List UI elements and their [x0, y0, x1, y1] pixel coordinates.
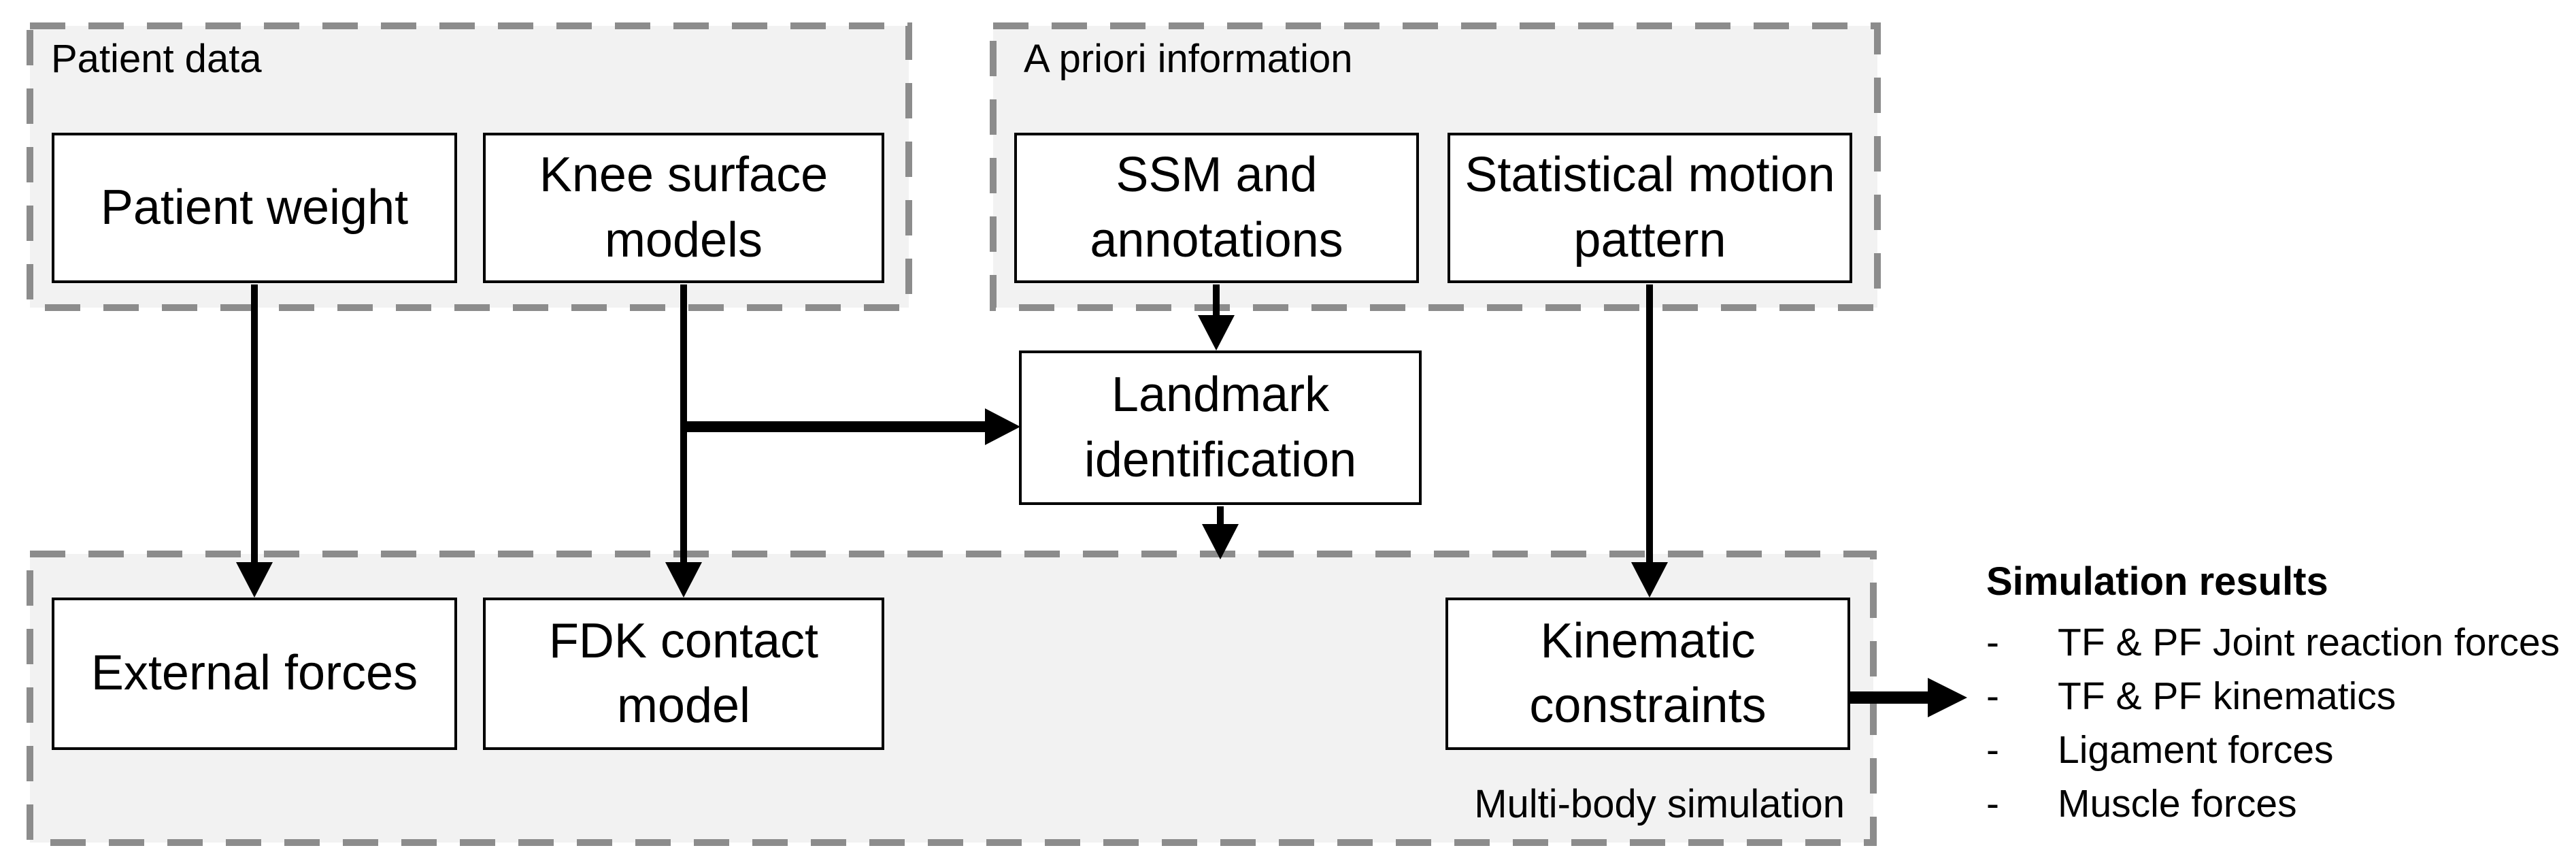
fdk-contact-model-label: FDK contact model — [548, 613, 819, 733]
kinematic-constraints-label: Kinematic constraints — [1529, 613, 1767, 733]
simulation-results-title: Simulation results — [1986, 559, 2328, 604]
landmark-identification-label: Landmark identification — [1084, 368, 1357, 487]
arrow-landmark-to-multi-body — [1202, 506, 1239, 559]
arrow-ssm-to-landmark — [1198, 284, 1235, 350]
arrow-knee-surface-to-landmark — [684, 408, 1020, 445]
result-item-text: Muscle forces — [2058, 781, 2297, 826]
result-item-text: TF & PF kinematics — [2058, 674, 2396, 718]
list-item: - TF & PF Joint reaction forces — [1986, 615, 2574, 669]
bullet-dash: - — [1986, 674, 1999, 718]
arrow-patient-weight-to-external-forces — [236, 284, 273, 598]
multi-body-label: Multi-body simulation — [1474, 782, 1845, 826]
statistical-motion-pattern-box: Statistical motion pattern — [1448, 133, 1852, 283]
patient-weight-label: Patient weight — [100, 180, 409, 235]
external-forces-box: External forces — [52, 598, 457, 750]
result-item-text: TF & PF Joint reaction forces — [2058, 620, 2560, 664]
bullet-dash: - — [1986, 728, 1999, 772]
knee-surface-models-box: Knee surface models — [483, 133, 884, 283]
simulation-results: Simulation results - TF & PF Joint react… — [1986, 558, 2574, 830]
a-priori-label: A priori information — [1024, 37, 1353, 81]
arrow-kinematic-to-results — [1850, 678, 1967, 717]
fdk-contact-model-box: FDK contact model — [483, 598, 884, 750]
bullet-dash: - — [1986, 620, 1999, 664]
result-item-text: Ligament forces — [2058, 728, 2334, 772]
kinematic-constraints-box: Kinematic constraints — [1445, 598, 1850, 750]
arrow-statistical-to-kinematic — [1631, 284, 1668, 598]
statistical-motion-pattern-label: Statistical motion pattern — [1465, 148, 1835, 267]
knee-surface-models-label: Knee surface models — [539, 148, 829, 267]
patient-data-label: Patient data — [51, 37, 262, 81]
landmark-identification-box: Landmark identification — [1019, 350, 1422, 505]
external-forces-label: External forces — [90, 646, 418, 701]
ssm-annotations-box: SSM and annotations — [1014, 133, 1419, 283]
list-item: - TF & PF kinematics — [1986, 669, 2574, 723]
list-item: - Ligament forces — [1986, 723, 2574, 777]
bullet-dash: - — [1986, 781, 1999, 826]
list-item: - Muscle forces — [1986, 777, 2574, 830]
ssm-annotations-label: SSM and annotations — [1090, 148, 1343, 267]
patient-weight-box: Patient weight — [52, 133, 457, 283]
